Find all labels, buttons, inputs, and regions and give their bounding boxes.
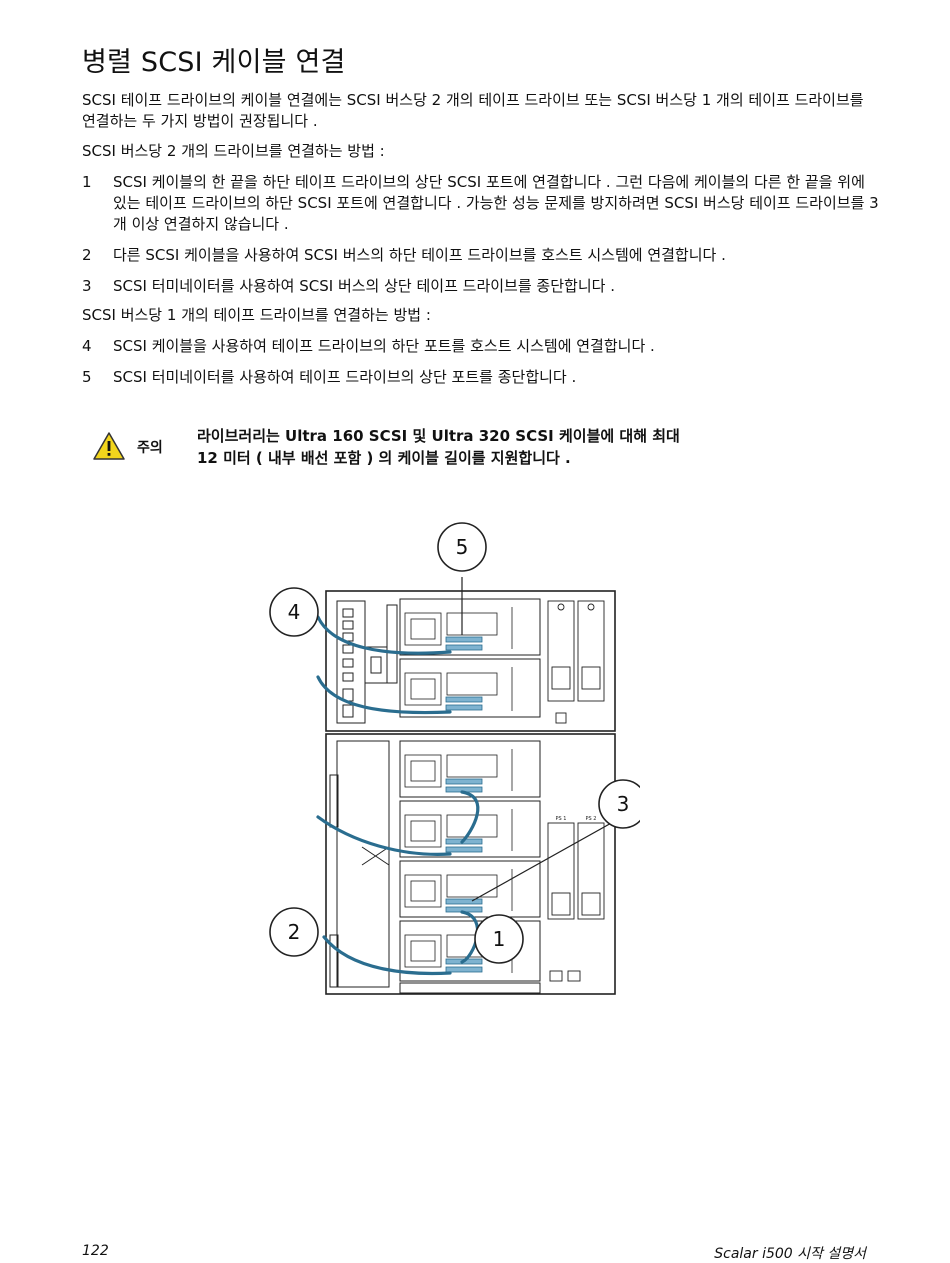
callout-4: 4 (288, 600, 301, 624)
host-cable-bus-b (322, 935, 452, 976)
step-number: 3 (82, 277, 92, 295)
callout-circle (437, 522, 487, 572)
one-drive-heading: SCSI 버스당 1 개의 테이프 드라이브를 연결하는 방법 : (82, 306, 431, 324)
power-supplies-lower (547, 822, 605, 982)
callout-1: 1 (493, 927, 506, 951)
power-supplies-upper (547, 600, 605, 724)
jumper-cable-upper (460, 790, 480, 844)
step-number: 2 (82, 246, 92, 264)
page-number: 122 (82, 1243, 109, 1259)
step-number: 4 (82, 337, 92, 355)
warning-triangle-icon (93, 432, 125, 460)
expansion-blade (336, 740, 390, 988)
one-drive-steps: 4 SCSI 케이블을 사용하여 테이프 드라이브의 하단 포트를 호스트 시스… (82, 336, 882, 388)
callout-circle (598, 779, 640, 829)
tape-drive-bays (399, 598, 541, 982)
callout-circle (474, 914, 524, 964)
callout-circle (269, 907, 319, 957)
step-text: SCSI 케이블의 한 끝을 하단 테이프 드라이브의 상단 SCSI 포트에 … (113, 173, 879, 233)
psu-label-2: PS 2 (586, 816, 597, 822)
drive-fans (404, 612, 442, 968)
step-item: 3 SCSI 터미네이터를 사용하여 SCSI 버스의 상단 테이프 드라이브를… (82, 276, 882, 297)
step-item: 4 SCSI 케이블을 사용하여 테이프 드라이브의 하단 포트를 호스트 시스… (82, 336, 882, 357)
host-cable-top-drive (316, 615, 452, 655)
step-text: SCSI 터미네이터를 사용하여 테이프 드라이브의 상단 포트를 종단합니다 … (113, 368, 577, 386)
callout-5: 5 (456, 535, 469, 559)
expansion-module-chassis (325, 733, 616, 995)
caution-text: 라이브러리는 Ultra 160 SCSI 및 Ultra 320 SCSI 케… (197, 425, 757, 469)
host-cable-second-drive (316, 675, 452, 715)
step-text: 다른 SCSI 케이블을 사용하여 SCSI 버스의 하단 테이프 드라이브를 … (113, 246, 726, 264)
callout-2: 2 (288, 920, 301, 944)
step-number: 1 (82, 173, 92, 191)
page-title: 병렬 SCSI 케이블 연결 (82, 47, 346, 78)
psu-label-1: PS 1 (556, 816, 567, 822)
two-drive-heading: SCSI 버스당 2 개의 드라이브를 연결하는 방법 : (82, 142, 385, 160)
two-drive-steps: 1 SCSI 케이블의 한 끝을 하단 테이프 드라이브의 상단 SCSI 포트… (82, 172, 882, 297)
host-cable-bus-a (316, 815, 452, 856)
step-text: SCSI 터미네이터를 사용하여 SCSI 버스의 상단 테이프 드라이브를 종… (113, 277, 615, 295)
step-item: 2 다른 SCSI 케이블을 사용하여 SCSI 버스의 하단 테이프 드라이브… (82, 245, 882, 266)
step-text: SCSI 케이블을 사용하여 테이프 드라이브의 하단 포트를 호스트 시스템에… (113, 337, 655, 355)
caution-line-1: 라이브러리는 Ultra 160 SCSI 및 Ultra 320 SCSI 케… (197, 427, 680, 445)
intro-paragraph: SCSI 테이프 드라이브의 케이블 연결에는 SCSI 버스당 2 개의 테이… (82, 91, 864, 130)
step-number: 5 (82, 368, 92, 386)
scsi-cables (316, 615, 480, 976)
step-item: 5 SCSI 터미네이터를 사용하여 테이프 드라이브의 상단 포트를 종단합니… (82, 367, 882, 388)
callout-3: 3 (617, 792, 630, 816)
scsi-cabling-diagram: PS 1 PS 2 5 (269, 522, 640, 995)
callout-bubbles: 5 4 3 2 1 (269, 522, 640, 964)
caution-note: 주의 라이브러리는 Ultra 160 SCSI 및 Ultra 320 SCS… (92, 425, 792, 475)
callout-circle (269, 587, 319, 637)
caution-label: 주의 (137, 440, 163, 456)
step-item: 1 SCSI 케이블의 한 끝을 하단 테이프 드라이브의 상단 SCSI 포트… (82, 172, 882, 235)
control-module-chassis (325, 590, 616, 732)
document-title: Scalar i500 시작 설명서 (714, 1246, 866, 1262)
caution-line-2: 12 미터 ( 내부 배선 포함 ) 의 케이블 길이를 지원합니다 . (197, 449, 571, 467)
